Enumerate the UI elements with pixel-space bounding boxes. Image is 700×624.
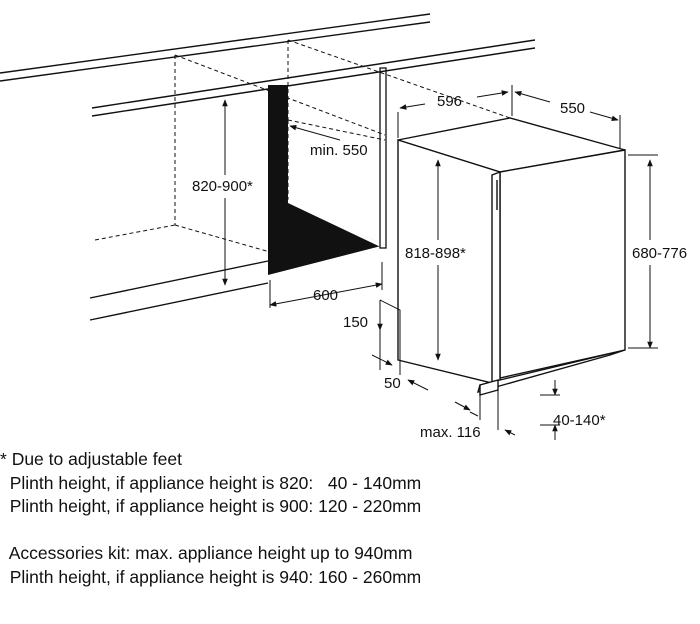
note-accessories: Accessories kit: max. appliance height u… (0, 543, 413, 563)
note-plinth-820: Plinth height, if appliance height is 82… (0, 472, 422, 493)
label-max-door-offset: max. 116 (420, 424, 481, 440)
label-door-height: 680-776 (632, 245, 687, 262)
note-plinth-900: Plinth height, if appliance height is 90… (0, 496, 422, 516)
floor (89, 260, 269, 321)
label-appliance-width: 596 (437, 93, 462, 110)
installation-notes: * Due to adjustable feet Plinth height, … (0, 448, 700, 589)
worktop (0, 13, 536, 117)
label-appliance-depth: 550 (560, 100, 585, 117)
footnote-marker: * (0, 449, 7, 469)
label-niche-width: 600 (313, 287, 338, 304)
label-appliance-height: 818-898* (405, 245, 466, 262)
label-niche-height: 820-900* (192, 178, 253, 195)
installation-diagram: 820-900* min. 550 600 596 550 818-898* 6… (0, 13, 687, 440)
label-plinth-cutout-depth: 50 (384, 375, 401, 392)
label-min-depth: min. 550 (310, 142, 368, 159)
label-plinth-height: 40-140* (553, 412, 606, 429)
notes-spacer (0, 519, 700, 543)
niche-wall (379, 67, 387, 249)
footnote: * Due to adjustable feet (0, 448, 700, 472)
dimension-lines (222, 85, 658, 440)
footnote-text: Due to adjustable feet (11, 449, 182, 469)
niche-cavity (268, 85, 385, 275)
appliance (397, 117, 626, 396)
label-plinth-cutout-height: 150 (343, 314, 368, 331)
note-plinth-940: Plinth height, if appliance height is 94… (0, 566, 422, 587)
